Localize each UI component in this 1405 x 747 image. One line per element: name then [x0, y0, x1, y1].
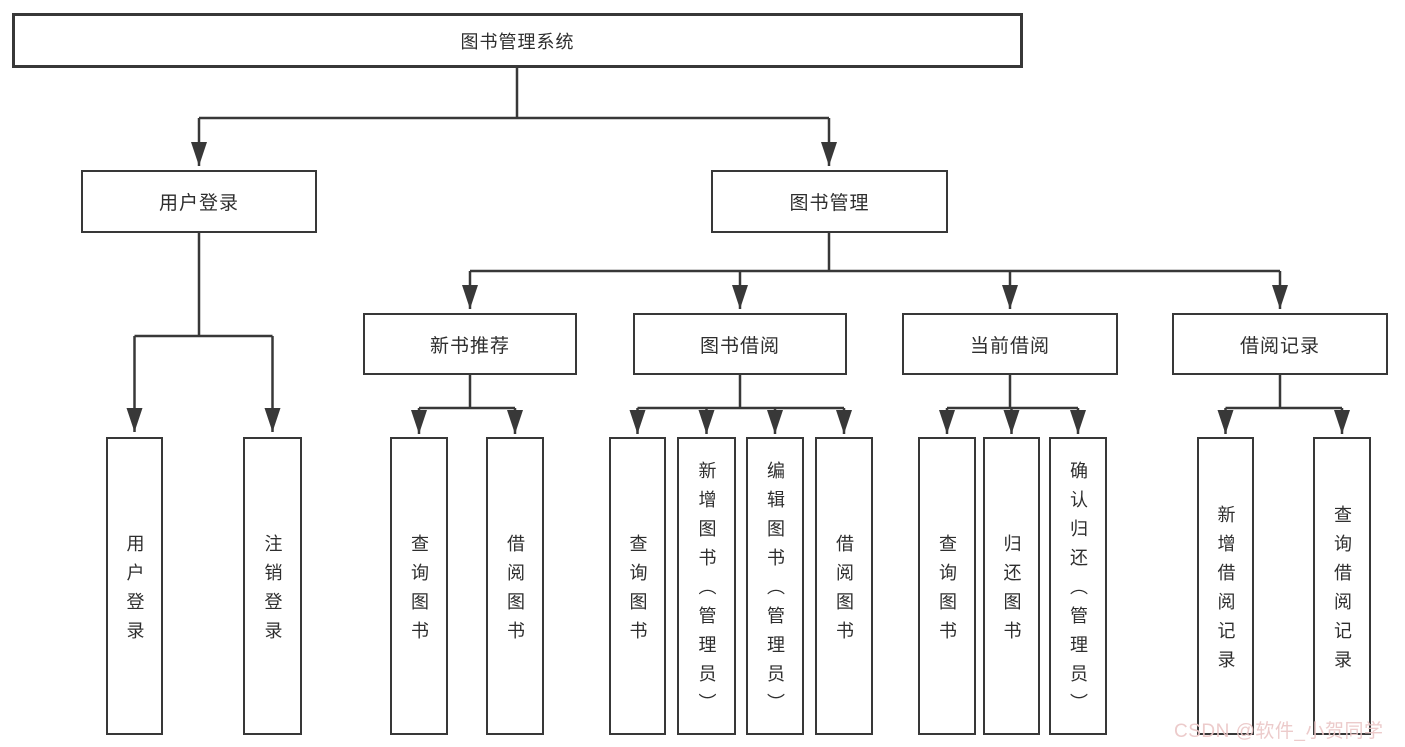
node-book-borrow: 图书借阅 — [633, 313, 847, 375]
node-new-book-recommend: 新书推荐 — [363, 313, 577, 375]
node-leaf-query-book-current: 查询图书 — [918, 437, 976, 735]
node-leaf-return-book: 归还图书 — [983, 437, 1040, 735]
node-leaf-query-book-borrow: 查询图书 — [609, 437, 666, 735]
node-borrow-record: 借阅记录 — [1172, 313, 1388, 375]
node-leaf-add-borrow-record: 新增借阅记录 — [1197, 437, 1254, 735]
node-leaf-user-login: 用户登录 — [106, 437, 163, 735]
node-leaf-query-borrow-record: 查询借阅记录 — [1313, 437, 1371, 735]
node-leaf-borrow-book-recommend: 借阅图书 — [486, 437, 544, 735]
node-leaf-confirm-return-admin: 确认归还（管理员） — [1049, 437, 1107, 735]
node-root-library-system: 图书管理系统 — [12, 13, 1023, 68]
node-leaf-add-book-admin: 新增图书（管理员） — [677, 437, 736, 735]
node-leaf-query-book-recommend: 查询图书 — [390, 437, 448, 735]
node-user-login: 用户登录 — [81, 170, 317, 233]
node-leaf-borrow-book: 借阅图书 — [815, 437, 873, 735]
node-current-borrow: 当前借阅 — [902, 313, 1118, 375]
node-book-management: 图书管理 — [711, 170, 948, 233]
node-leaf-logout: 注销登录 — [243, 437, 302, 735]
csdn-watermark: CSDN @软件_小贺同学 — [1174, 721, 1384, 742]
node-leaf-edit-book-admin: 编辑图书（管理员） — [746, 437, 804, 735]
